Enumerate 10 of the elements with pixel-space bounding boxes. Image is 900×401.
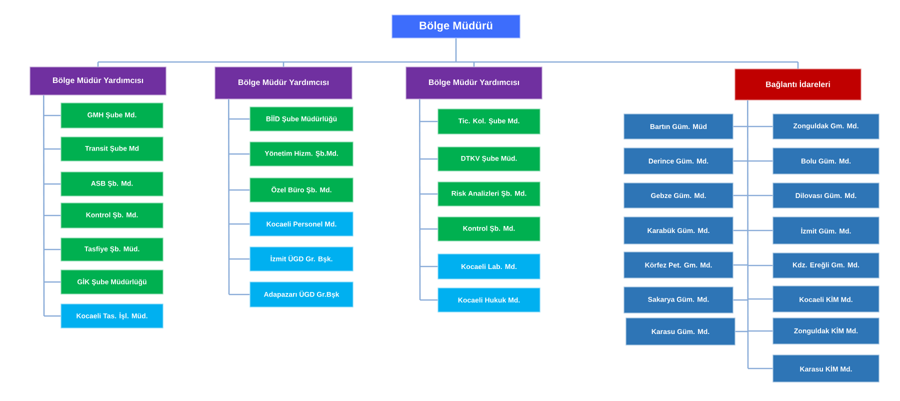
- connector-line: [419, 99, 438, 301]
- connector-line: [43, 95, 61, 317]
- connector-line: [228, 99, 250, 296]
- connector-line: [97, 38, 799, 69]
- connector-line: [733, 100, 773, 370]
- header-box: Bölge Müdür Yardımcısı: [214, 66, 352, 100]
- header-box: Bağlantı İdareleri: [734, 68, 862, 100]
- header-box: Bölge Müdür Yardımcısı: [30, 66, 166, 96]
- header-box: Bölge Müdür Yardımcısı: [406, 66, 542, 100]
- top-box: Bölge Müdürü: [392, 14, 520, 38]
